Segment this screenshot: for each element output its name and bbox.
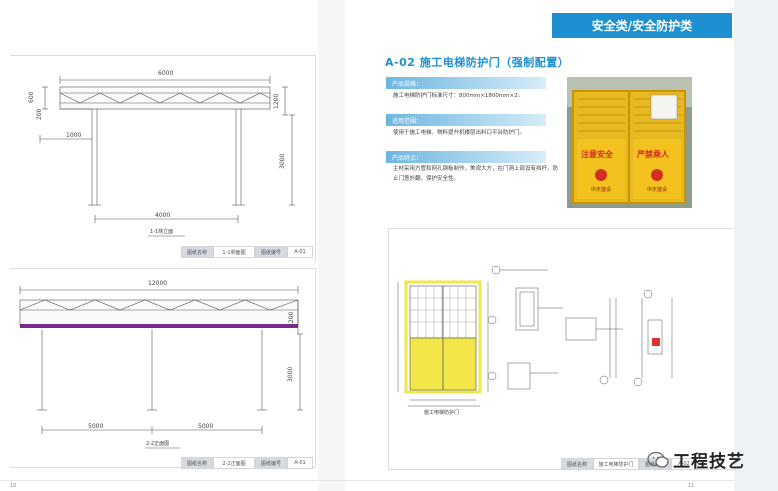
side-dim-right: 1200: [273, 94, 280, 109]
watermark-text: 工程技艺: [673, 452, 745, 472]
page-edge: [734, 0, 778, 491]
side-dim-overhang: 1000: [66, 132, 81, 139]
logo-icon: [595, 169, 607, 181]
side-view-label: 1-1侧立面: [150, 228, 173, 235]
tb-value-number: A-02: [671, 458, 697, 470]
category-banner: 安全类/安全防护类: [552, 13, 732, 38]
tb-label-name: 图纸名称: [561, 458, 593, 470]
detail-callout-icon: [633, 377, 643, 387]
watermark: 工程技艺: [647, 447, 745, 472]
door-drawing: 施工电梯防护门: [397, 265, 673, 416]
front-titleblock: 图纸名称 2-2正面图 图纸编号 A-01: [181, 457, 313, 469]
tb-label-name: 图纸名称: [181, 246, 213, 258]
side-titleblock: 图纸名称 1-1侧面图 图纸编号 A-01: [181, 246, 313, 258]
wechat-icon: [647, 451, 669, 468]
detail-callout-icon: [599, 375, 609, 385]
side-dim-top: 6000: [158, 70, 173, 77]
spec-text: 施工电梯防护门标准尺寸：800mm×1800mm×2。: [393, 93, 524, 99]
tb-value-name: 1-1侧面图: [213, 246, 255, 258]
front-elevation-drawing: 12000 1200 3000 5000 5000 2-2正面图: [19, 280, 303, 449]
side-dim-bottom: 4000: [155, 212, 170, 219]
page-number-left: 10: [10, 483, 17, 489]
front-dim-height: 3000: [287, 367, 294, 382]
detail-callout-icon: [491, 265, 501, 275]
front-dim-span-right: 5000: [198, 423, 213, 430]
front-dim-right: 1200: [288, 312, 295, 327]
feature-text: 主材采用方管和网孔钢板制作，美观大方，在门洞上部设有挡杆，防止门意外翻，保护安全…: [393, 166, 559, 182]
sign-left: 注意安全: [581, 149, 614, 159]
scope-text: 使用于施工电梯、物料提升机楼层出料口平台防护门。: [393, 130, 526, 136]
product-photo: 注意安全 严禁乘人 中天建设 中天建设: [567, 77, 692, 208]
tb-value-name: 2-2正面图: [213, 457, 255, 469]
page-number-right: 11: [688, 483, 695, 489]
product-title: A-02 施工电梯防护门（强制配置）: [385, 56, 570, 69]
logo-icon: [651, 169, 663, 181]
tb-label-name: 图纸名称: [181, 457, 213, 469]
door-view-label: 施工电梯防护门: [424, 409, 459, 416]
side-elevation-drawing: 6000 600 200 1200 3000 1000 4000 1-1侧立面: [28, 70, 295, 237]
tb-label-number: 图纸编号: [255, 246, 287, 258]
side-dim-left-top: 600: [28, 91, 35, 103]
scope-label: 适用范围：: [386, 114, 546, 126]
logo-left: 中天建设: [591, 186, 611, 193]
tb-value-number: A-01: [287, 246, 313, 258]
detail-callout-icon: [643, 289, 653, 299]
spec-label: 产品规格：: [386, 77, 546, 89]
side-dim-left-mid: 200: [36, 108, 43, 120]
feature-label: 产品特点：: [386, 151, 546, 163]
footer-line: [0, 480, 734, 481]
front-dim-top: 12000: [148, 280, 167, 287]
front-view-label: 2-2正面图: [146, 441, 169, 447]
tb-value-number: A-01: [287, 457, 313, 469]
detail-callout-icon: [487, 315, 497, 325]
page-gutter: [318, 0, 345, 491]
sign-right: 严禁乘人: [636, 149, 670, 159]
purple-beam: [20, 324, 298, 328]
logo-right: 中天建设: [647, 186, 667, 193]
tb-label-number: 图纸编号: [255, 457, 287, 469]
detail-callout-icon: [487, 371, 497, 381]
tb-value-name: 施工电梯防护门: [593, 458, 639, 470]
front-dim-span-left: 5000: [88, 423, 103, 430]
side-dim-height: 3000: [279, 154, 286, 169]
